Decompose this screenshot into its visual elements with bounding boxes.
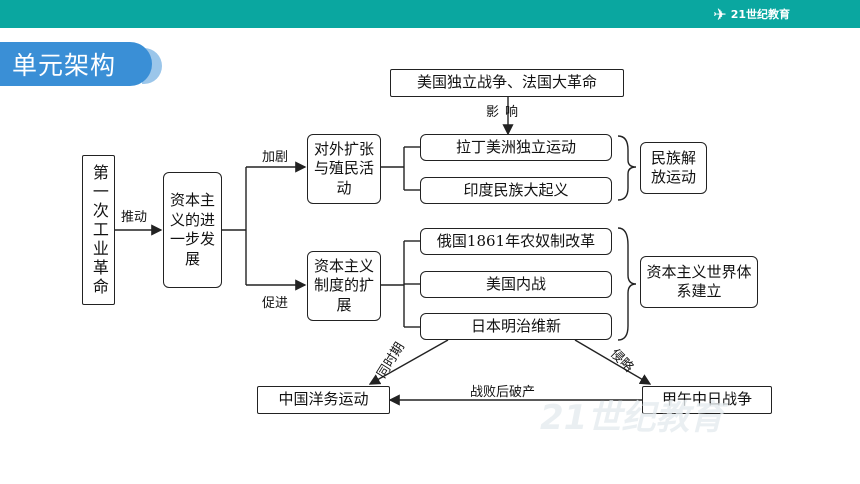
china-westernization-box: 中国洋务运动 [257, 386, 390, 414]
expansion-colonial-box: 对外扩张与殖民活动 [307, 134, 381, 204]
promote-label: 促进 [262, 296, 289, 311]
top-banner: ✈ 21世纪教育 [0, 0, 860, 28]
intensify-label: 加剧 [262, 150, 289, 165]
latin-america-box: 拉丁美洲独立运动 [420, 134, 612, 161]
national-liberation-box: 民族解放运动 [640, 142, 707, 194]
brand-logo-text: 21世纪教育 [730, 8, 790, 21]
capitalism-development-box: 资本主义的进一步发展 [163, 172, 222, 288]
world-system-box: 资本主义世界体系建立 [640, 256, 758, 308]
runner-logo-icon: ✈ [713, 4, 727, 24]
first-industrial-revolution-box: 第一次工业革命 [82, 155, 115, 305]
push-label: 推动 [121, 210, 148, 225]
meiji-restoration-box: 日本明治维新 [420, 313, 612, 340]
influence-label: 影响 [486, 105, 525, 120]
india-uprising-box: 印度民族大起义 [420, 177, 612, 204]
sino-japanese-war-box: 甲午中日战争 [642, 386, 772, 414]
russia-reform-box: 俄国1861年农奴制改革 [420, 228, 612, 255]
system-expansion-box: 资本主义制度的扩展 [307, 251, 381, 321]
brand-logo: ✈ 21世纪教育 [713, 3, 790, 25]
revolutions-box: 美国独立战争、法国大革命 [390, 69, 624, 97]
section-title: 单元架构 [12, 51, 117, 80]
us-civil-war-box: 美国内战 [420, 271, 612, 298]
defeat-label: 战败后破产 [470, 385, 536, 400]
